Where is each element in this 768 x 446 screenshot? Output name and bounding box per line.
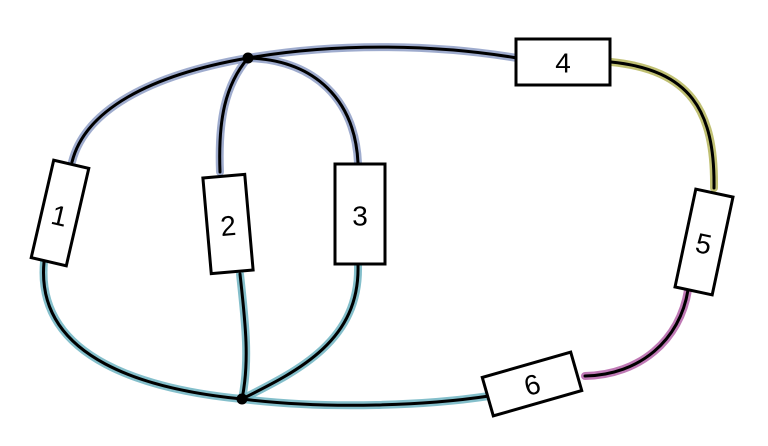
resistor-6-body bbox=[480, 350, 584, 418]
wire-bottom-node-to-r6 bbox=[240, 394, 491, 407]
net-4-5-highlight bbox=[607, 58, 719, 192]
wire-r5-to-r6 bbox=[583, 288, 690, 378]
resistor-3-body bbox=[333, 162, 387, 266]
resistor-2-body bbox=[201, 172, 255, 276]
wire-r4-to-r5 bbox=[609, 60, 716, 190]
resistor-3: 3 bbox=[333, 162, 387, 266]
resistor-2: 2 bbox=[201, 172, 255, 276]
top-node bbox=[242, 52, 254, 64]
wire-top-node-to-r1 bbox=[70, 56, 250, 164]
resistor-3-label: 3 bbox=[352, 201, 368, 232]
resistor-5-label: 5 bbox=[693, 227, 715, 261]
resistor-2-label: 2 bbox=[219, 210, 237, 242]
resistor-6: 6 bbox=[480, 350, 584, 418]
resistor-4-body bbox=[514, 37, 612, 87]
resistor-1: 1 bbox=[29, 158, 91, 268]
bottom-net-highlight-to-r3 bbox=[238, 261, 363, 403]
wire-top-node-to-r4 bbox=[246, 45, 519, 60]
resistor-5: 5 bbox=[673, 187, 735, 297]
resistor-4: 4 bbox=[514, 37, 612, 87]
wire-bottom-node-to-r1 bbox=[42, 260, 244, 401]
resistor-4-label: 4 bbox=[555, 48, 571, 79]
wires bbox=[42, 45, 716, 407]
resistor-1-body bbox=[29, 158, 91, 268]
wire-top-node-to-r3 bbox=[246, 56, 360, 165]
bottom-node bbox=[236, 393, 248, 405]
wire-bottom-node-to-r2 bbox=[238, 272, 248, 401]
wire-bottom-node-to-r3 bbox=[240, 263, 360, 401]
resistor-1-label: 1 bbox=[48, 199, 70, 233]
resistor-5-body bbox=[673, 187, 735, 297]
top-net-highlight-to-r3 bbox=[244, 54, 362, 167]
wire-top-node-to-r2 bbox=[218, 56, 250, 174]
